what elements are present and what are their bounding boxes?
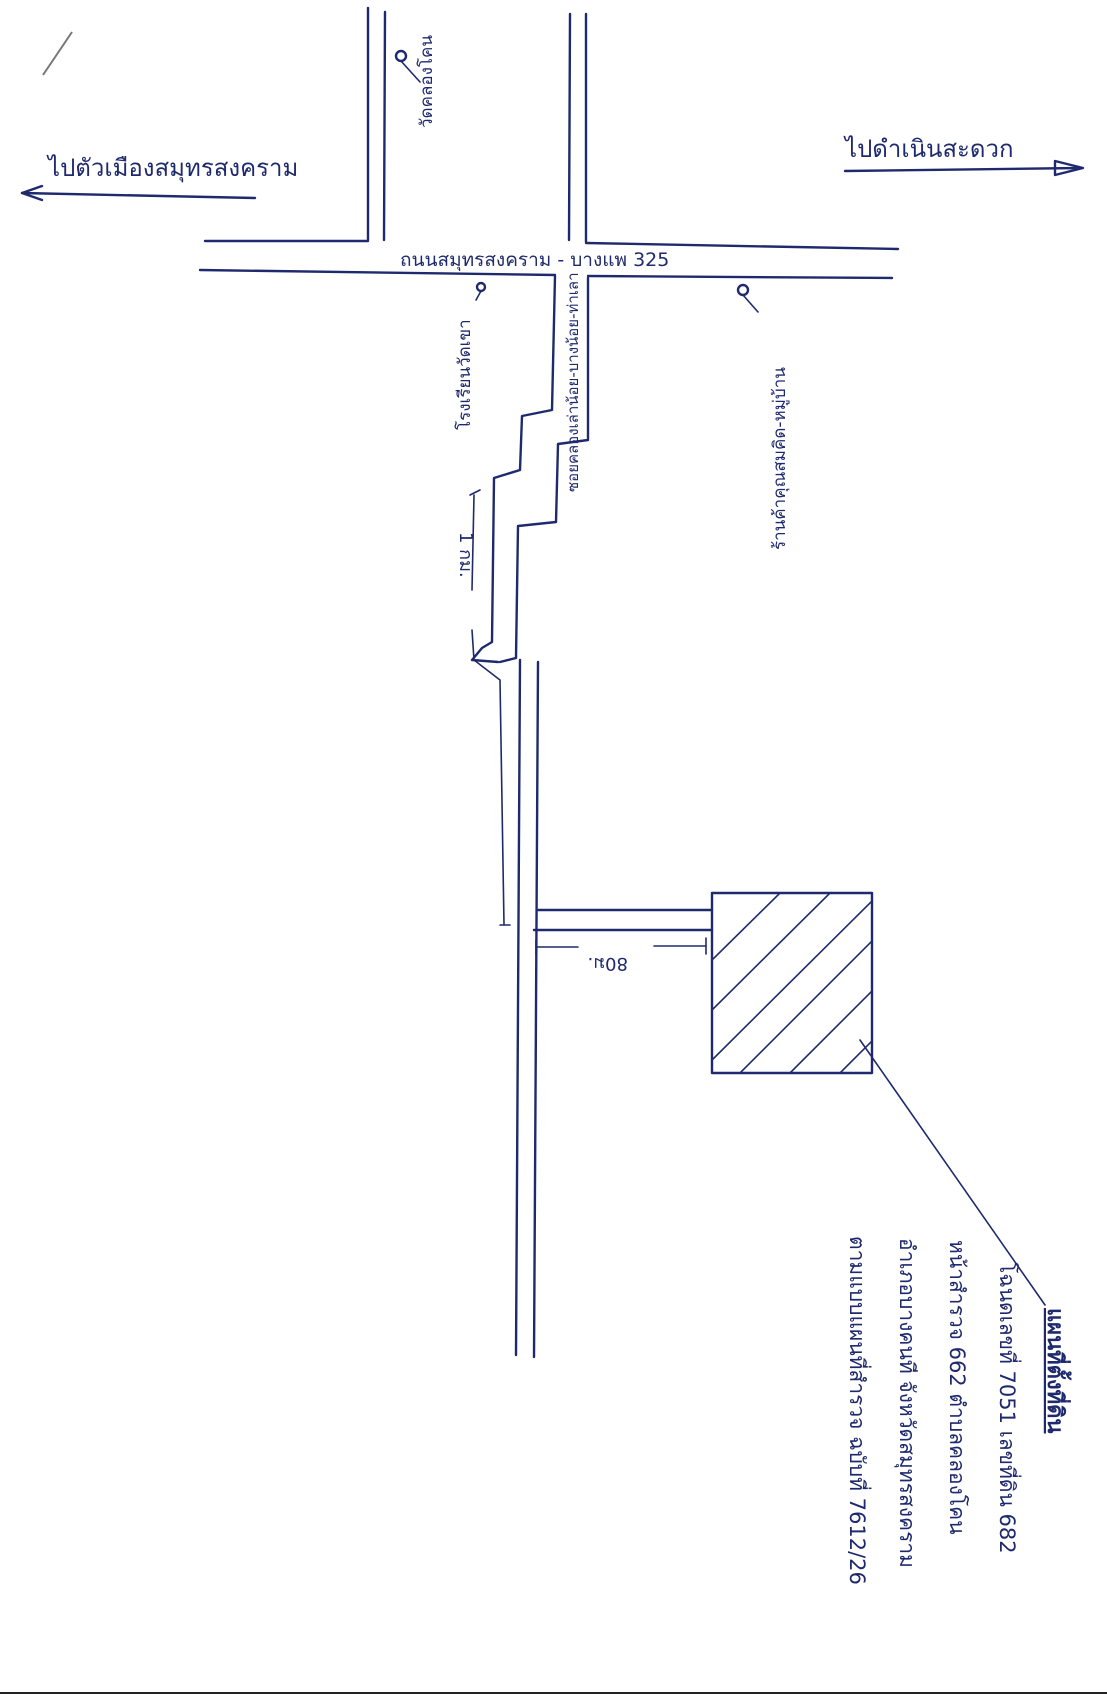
main-road (198, 239, 900, 280)
land-note: แผนที่ตั้งที่ดิน โฉนดเลขที่ 7051 เลขที่ด… (845, 1236, 1072, 1585)
label-shop: ร้านค้าคุณสมคิด-หมู่บ้าน (770, 367, 790, 550)
label-main-road: ถนนสมุทรสงคราม - บางแพ 325 (400, 249, 669, 272)
pin-icon (475, 281, 487, 301)
label-distance-m: 80ม. (588, 953, 629, 974)
label-to-city: ไปตัวเมืองสมุทรสงคราม (46, 154, 298, 183)
note-line-4: ตามแบบแผนที่สำรวจ ฉบับที่ 7612/26 (845, 1236, 872, 1585)
label-to-damnoen: ไปดำเนินสะดวก (843, 135, 1014, 163)
pin-icon (736, 283, 759, 313)
meter-bracket (535, 937, 707, 955)
pin-icon (394, 49, 421, 83)
km-bracket (469, 489, 511, 926)
note-title: แผนที่ตั้งที่ดิน (1042, 1308, 1072, 1433)
leader-line (859, 1039, 1046, 1306)
arrow-right-icon (843, 159, 1085, 177)
arrow-left-icon (20, 184, 257, 202)
land-plot (710, 891, 874, 1075)
side-road (470, 274, 714, 1359)
note-line-2: หน้าสำรวจ 662 ตำบลคลองโคน (945, 1240, 969, 1535)
label-school: โรงเรียนวัดเขา (454, 319, 475, 430)
pencil-mark (42, 31, 73, 76)
label-distance-km: 1 กม. (455, 532, 476, 578)
note-line-3: อำเภอบางคนที จังหวัดสมุทรสงคราม (894, 1238, 919, 1568)
label-temple: วัดคลองโคน (416, 35, 437, 128)
top-road (366, 6, 588, 244)
note-line-1: โฉนดเลขที่ 7051 เลขที่ดิน 682 (995, 1262, 1022, 1554)
label-side-road: ซอยคลองเล่าน้อย-บางน้อย-ท่าเลา (564, 272, 582, 492)
